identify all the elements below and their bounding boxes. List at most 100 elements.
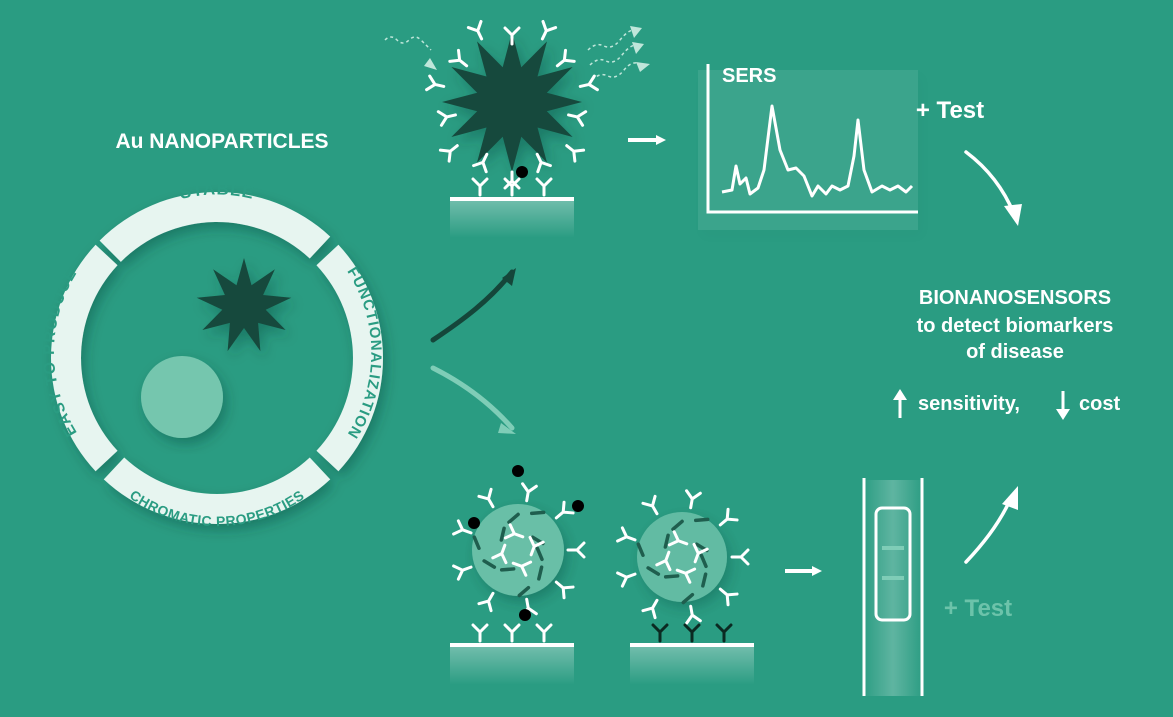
antibody-icon (655, 550, 672, 572)
surface-ligand (671, 519, 684, 531)
antibody-icon (616, 526, 637, 543)
surface-ligand (482, 559, 497, 569)
antibody-icon (641, 598, 659, 620)
antibody-icon (616, 571, 637, 588)
surface-ligand (663, 533, 670, 549)
top-to-result-arrow (964, 150, 1016, 216)
surface-ligand (517, 585, 531, 598)
surface-ligand (701, 572, 708, 588)
surface-ligand (499, 567, 516, 572)
antibody-icon (511, 560, 533, 577)
antibody-icon (477, 591, 495, 613)
bottom-to-result-arrow (964, 498, 1012, 564)
nanoparticles-title: Au NANOPARTICLES (115, 130, 328, 153)
lfa-nanosphere-1-icon (472, 504, 564, 596)
top-to-result-arrowhead (1004, 204, 1022, 226)
antibody-icon (540, 19, 558, 41)
lfa-nanosphere-2-icon (637, 512, 727, 602)
properties-ring (51, 192, 384, 525)
antibody-icon (718, 507, 739, 527)
surface-ligand (535, 546, 544, 562)
antibody-icon (436, 110, 457, 127)
surface-ligand (699, 553, 708, 569)
bottom-to-result-arrowhead (1002, 486, 1018, 510)
test-label-top: + Test (916, 97, 984, 124)
ring-segment (103, 457, 331, 525)
antibody-icon (438, 144, 459, 163)
surface-ligand (693, 517, 710, 523)
surface-ligand (472, 535, 481, 550)
antibody-icon (472, 152, 489, 174)
light-branch-arrowhead (498, 423, 516, 434)
biomarker-dot (516, 166, 528, 178)
surface-ligand (646, 566, 661, 576)
result-subtitle-1: to detect biomarkers (917, 315, 1114, 337)
antibody-icon (555, 48, 576, 68)
plate-2-antibodies (651, 623, 733, 643)
surface-ligand (529, 510, 546, 516)
antibody-icon (452, 519, 473, 536)
antibody-icon (554, 500, 575, 520)
dark-branch-arrowhead (502, 268, 516, 286)
antibody-icon (566, 541, 586, 559)
antibody-icon (491, 543, 508, 565)
test-strip-glow (862, 480, 924, 696)
test-strip-window (874, 506, 912, 622)
antibody-icon (667, 530, 689, 547)
antibody-icon (503, 177, 521, 197)
biomarker-dot (512, 465, 524, 477)
nanosphere-2-antibodies (616, 489, 750, 625)
lfa-substrate-plate-1 (450, 645, 574, 685)
biomarker-dot (519, 609, 531, 621)
result-subtitle-2: of disease (966, 341, 1064, 363)
sers-scatter-waves-icon (587, 26, 650, 81)
antibody-icon (503, 26, 521, 46)
antibody-icon (448, 48, 469, 68)
sers-substrate-line (450, 197, 574, 201)
antibody-icon (641, 494, 659, 516)
antibody-icon (554, 580, 575, 600)
surface-ligand (663, 574, 680, 579)
antibody-icon (528, 535, 545, 557)
antibody-icon (535, 177, 553, 197)
surface-ligand (537, 565, 544, 581)
antibody-icon (471, 177, 489, 197)
antibody-icon (567, 110, 588, 127)
antibody-icon (452, 564, 473, 581)
antibody-icon (503, 523, 525, 540)
plate-1-antibodies (471, 623, 553, 643)
surface-ligand (636, 542, 645, 557)
surface-ligand (681, 592, 695, 605)
lfa-substrate-line-1 (450, 643, 574, 647)
antibody-icon (692, 542, 709, 564)
antibody-icon (535, 152, 552, 174)
antibody-icon (718, 587, 739, 607)
ring-segment (51, 244, 118, 472)
antibody-icon (730, 548, 750, 566)
test-strip-edges (862, 478, 924, 696)
substrate-antibodies (471, 177, 553, 197)
gold-nanosphere-icon (141, 356, 223, 438)
lfa-substrate-plate-2 (630, 645, 754, 685)
up-arrow-icon (893, 389, 907, 418)
antibody-icon (521, 482, 538, 503)
antibody-icon (651, 623, 669, 643)
antibody-icon (477, 487, 495, 509)
antibody-icon (675, 567, 697, 584)
sensitivity-label: sensitivity, (918, 393, 1020, 415)
surface-ligand (499, 526, 506, 542)
spectrum-axes (706, 64, 918, 214)
cost-label: cost (1079, 393, 1120, 415)
dark-branch-arrow (430, 269, 515, 343)
sers-label: SERS (722, 65, 776, 87)
nanostar-antibodies (425, 19, 599, 190)
spectrum-panel (698, 70, 918, 230)
sers-laser-wave-icon (384, 36, 437, 70)
ring-segment (316, 244, 384, 472)
result-title: BIONANOSENSORS (919, 287, 1111, 309)
antibody-icon (685, 489, 702, 510)
gold-nanostar-icon (196, 258, 292, 352)
test-label-bottom: + Test (944, 595, 1012, 622)
antibody-icon (685, 604, 702, 625)
